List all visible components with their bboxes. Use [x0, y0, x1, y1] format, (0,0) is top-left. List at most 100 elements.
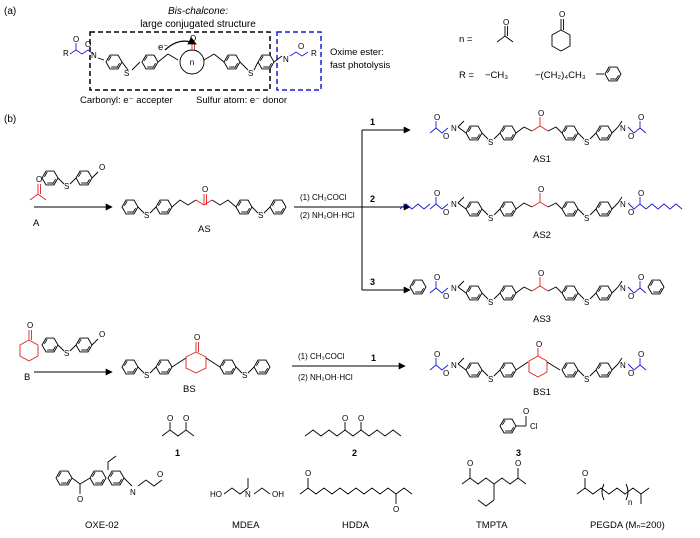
- sulfur-atom: S: [584, 298, 589, 307]
- hdda-structure: O O: [299, 469, 413, 514]
- oxime-ester-oxygen: O: [628, 369, 634, 378]
- atom-o-right: O: [298, 42, 304, 51]
- atom-n-right: N: [283, 55, 289, 64]
- label-as: AS: [198, 224, 211, 235]
- oxime-nitrogen: N: [451, 361, 457, 370]
- benzene-ring: [465, 362, 483, 378]
- benzene-ring: [465, 125, 483, 141]
- bs-sulfur-right: S: [242, 371, 247, 380]
- route-bs-number: 1: [371, 353, 376, 363]
- pegda-n: n: [628, 498, 632, 507]
- oxime-nitrogen: N: [620, 361, 626, 370]
- oxime-ester-oxygen: O: [443, 208, 449, 217]
- oxime-carbonyl-oxygen: O: [434, 189, 440, 198]
- compound-b-structure: O: [19, 321, 39, 362]
- label-bs: BS: [183, 384, 196, 395]
- atom-r-right: R: [311, 49, 317, 58]
- oxime-nitrogen: N: [451, 200, 457, 209]
- as-sulfur-right: S: [258, 211, 263, 220]
- as-sulfur-left: S: [144, 211, 149, 220]
- oxime-carbonyl-oxygen: O: [638, 273, 644, 282]
- oxime-ester-oxygen: O: [628, 132, 634, 141]
- electron-transfer-arrow: [164, 36, 197, 51]
- benzoyl-ring: [647, 279, 665, 295]
- tmpta-label: TMPTA: [476, 520, 508, 531]
- route-2-number: 2: [370, 194, 375, 204]
- r3-oxygen: O: [523, 407, 529, 416]
- benzene-ring: [561, 362, 579, 378]
- benzene-ring: [499, 285, 517, 301]
- pegda-oxygen-a: O: [582, 469, 588, 478]
- atom-o-left-a: O: [73, 35, 79, 44]
- oxe02-structure: O N O: [55, 455, 163, 504]
- oxime-ester-oxygen: O: [443, 292, 449, 301]
- benzene-ring: [499, 362, 517, 378]
- hdda-label: HDDA: [342, 520, 370, 531]
- label-bs1: BS1: [533, 387, 551, 398]
- reagent-aldehyde-bottom: S O: [41, 330, 105, 358]
- benzene-ring: [595, 125, 613, 141]
- oxe02-oxygen-a: O: [77, 495, 83, 504]
- route-1-number: 1: [370, 117, 375, 127]
- reagent-1-structure: O O: [161, 414, 195, 437]
- oxe02-nitrogen: N: [130, 488, 136, 497]
- carbonyl-note: Carbonyl: e⁻ accepter: [80, 95, 173, 106]
- compound-as-structure: S O S: [121, 185, 287, 220]
- label-as1: AS1: [533, 154, 551, 165]
- ring-center-n: n: [190, 58, 194, 67]
- reagent-aldehyde-top: S O: [41, 163, 105, 191]
- oxime-carbonyl-oxygen: O: [638, 189, 644, 198]
- benzene-ring: [561, 285, 579, 301]
- oxime-carbonyl-oxygen: O: [638, 113, 644, 122]
- mdea-structure: HO N OH: [210, 478, 284, 499]
- r-option-phenyl: [596, 66, 622, 82]
- cyclohexanone-b-oxygen: O: [27, 321, 33, 330]
- route-3-number: 3: [370, 277, 375, 287]
- benzoyl-ring: [409, 279, 427, 295]
- acetone-oxygen: O: [503, 18, 509, 27]
- step2-as: (2) NH₂OH·HCl: [300, 211, 355, 220]
- oxime-carbonyl-oxygen: O: [434, 273, 440, 282]
- atom-n-left: N: [91, 51, 97, 60]
- oxime-nitrogen: N: [620, 200, 626, 209]
- oxime-nitrogen: N: [620, 124, 626, 133]
- acetone-a-oxygen: O: [36, 175, 42, 184]
- benzene-ring: [561, 125, 579, 141]
- bs-sulfur-left: S: [144, 371, 149, 380]
- benzene-ring: [105, 54, 123, 70]
- oxime-box: [276, 31, 322, 91]
- compound-bs-structure: S O S: [121, 333, 271, 380]
- r-equals-label: R =: [459, 70, 475, 81]
- oxime-nitrogen: N: [451, 284, 457, 293]
- sulfur-atom: S: [488, 375, 493, 384]
- r-option-pentyl: −(CH₂)₄CH₃: [535, 70, 586, 81]
- chloride-atom: Cl: [530, 422, 538, 431]
- step2-bs: (2) NH₂OH·HCl: [298, 373, 353, 382]
- sulfur-atom-left: S: [124, 69, 129, 78]
- sulfur-atom: S: [488, 214, 493, 223]
- benzene-ring: [595, 285, 613, 301]
- benzene-ring: [465, 285, 483, 301]
- mdea-ho: HO: [210, 490, 222, 499]
- benzene-ring: [141, 54, 159, 70]
- r2-oxygen-b: O: [358, 414, 364, 423]
- label-as3: AS3: [533, 314, 551, 325]
- reagent-2-label: 2: [352, 448, 357, 458]
- panel-a-label: (a): [4, 6, 16, 17]
- right-oxime-ester: N O R: [273, 42, 317, 64]
- n-option-cyclohexanone: O: [551, 10, 571, 52]
- oxime-carbonyl-oxygen: O: [638, 350, 644, 359]
- compound-a-structure: O: [29, 175, 47, 201]
- mdea-label: MDEA: [232, 520, 260, 531]
- mdea-oh: OH: [272, 490, 284, 499]
- oxime-nitrogen: N: [451, 124, 457, 133]
- label-b: B: [24, 372, 30, 383]
- left-oxime-ester: R O O N: [63, 35, 97, 60]
- reagent-sulfur: S: [64, 182, 69, 191]
- aldehyde-b-oxygen: O: [99, 330, 105, 339]
- sulfur-atom: S: [488, 138, 493, 147]
- reagent-2-structure: O O: [304, 414, 402, 437]
